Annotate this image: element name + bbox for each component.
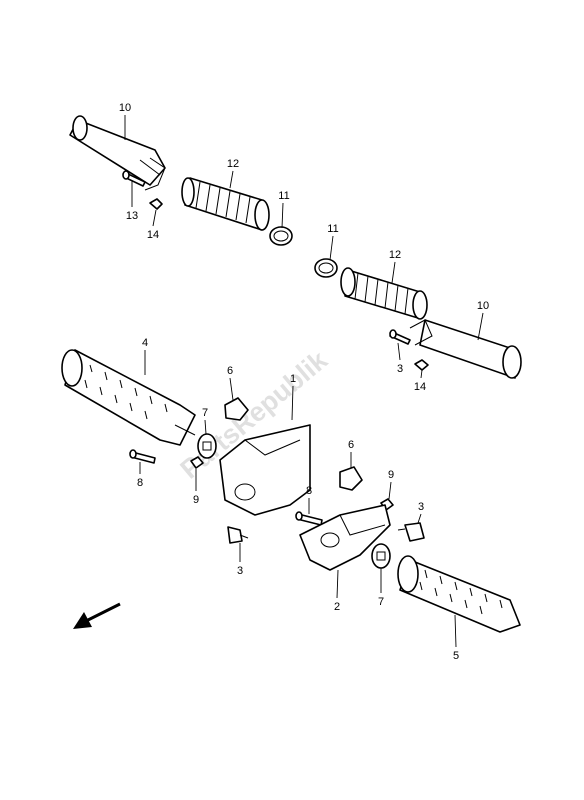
grip-rubber-right xyxy=(340,267,428,320)
part-number: 11 xyxy=(278,190,289,202)
grip-rubber-left xyxy=(181,177,270,231)
part-number: 7 xyxy=(378,596,384,608)
part-number: 10 xyxy=(119,102,131,114)
part-number: 12 xyxy=(389,249,401,261)
part-number: 3 xyxy=(237,565,243,577)
washer-7-right xyxy=(371,543,391,569)
part-number: 10 xyxy=(477,300,489,312)
clip-6-left xyxy=(224,397,249,421)
bolt-3-right xyxy=(397,522,425,542)
bracket-1-left xyxy=(219,424,311,516)
part-number: 14 xyxy=(147,229,159,241)
part-number: 11 xyxy=(327,223,338,235)
part-number: 9 xyxy=(388,469,394,481)
nut-14-left xyxy=(149,198,163,210)
passenger-bar-right xyxy=(409,319,522,379)
part-number: 7 xyxy=(202,407,208,419)
part-number: 14 xyxy=(414,381,426,393)
part-number-labels: 10 12 11 13 14 11 12 10 3 14 4 6 7 8 9 1… xyxy=(119,102,489,662)
part-number: 3 xyxy=(418,501,424,513)
washer-7-left xyxy=(197,433,217,459)
part-number: 8 xyxy=(306,485,312,497)
pin-8-left xyxy=(129,449,156,464)
part-number: 2 xyxy=(334,601,340,613)
passenger-bar-left xyxy=(69,115,166,191)
part-number: 13 xyxy=(126,210,138,222)
bolt-13-right xyxy=(389,329,411,345)
bracket-2-right xyxy=(299,504,391,571)
ring-left xyxy=(269,226,293,246)
footpeg-left xyxy=(61,349,196,446)
part-number: 6 xyxy=(348,439,354,451)
part-number: 5 xyxy=(453,650,459,662)
footpeg-right xyxy=(397,555,521,633)
part-number: 1 xyxy=(290,373,296,385)
part-number: 8 xyxy=(137,477,143,489)
front-direction-arrow-icon xyxy=(73,602,121,629)
clip-6-right xyxy=(339,466,363,491)
leader-lines xyxy=(124,115,484,648)
bolt-3-left xyxy=(227,526,249,544)
part-number: 3 xyxy=(397,363,403,375)
nut-14-right xyxy=(414,359,429,371)
part-number: 9 xyxy=(193,494,199,506)
part-number: 6 xyxy=(227,365,233,377)
part-number: 4 xyxy=(142,337,148,349)
bolt-13-left xyxy=(122,170,146,187)
part-number: 12 xyxy=(227,158,239,170)
cotter-9-left xyxy=(190,456,204,469)
ring-right xyxy=(314,258,338,278)
